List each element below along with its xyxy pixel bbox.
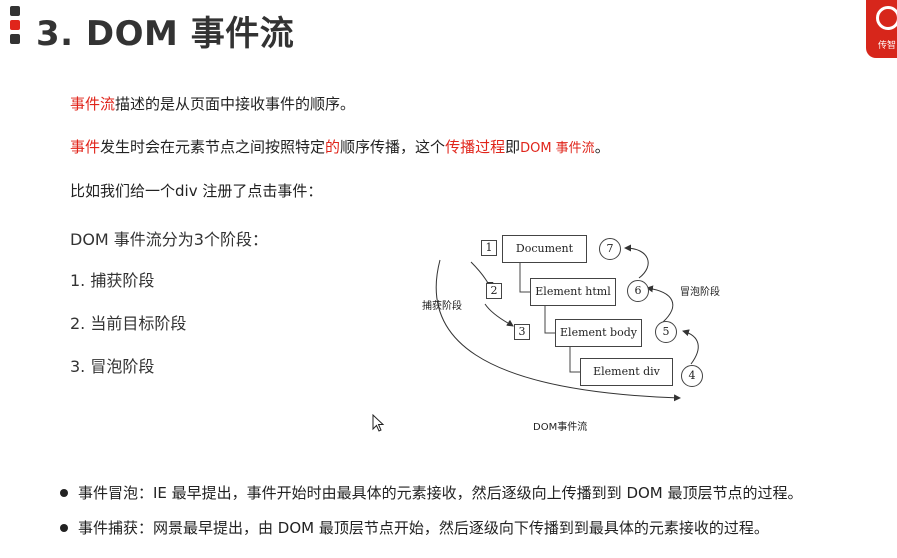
term-event-flow: 事件流	[70, 95, 116, 113]
phase-list: DOM 事件流分为3个阶段： 1. 捕获阶段 2. 当前目标阶段 3. 冒泡阶段	[70, 226, 268, 396]
para2-part-1: 事件	[70, 138, 101, 156]
para2-part-8: 。	[594, 138, 610, 156]
bullet-event-bubbling: 事件冒泡：IE 最早提出，事件开始时由最具体的元素接收，然后逐级向上传播到到 D…	[60, 482, 803, 503]
capture-step-number: 1	[481, 240, 497, 256]
para1-text: 描述的是从页面中接收事件的顺序。	[115, 95, 356, 113]
slide-header: 3. DOM 事件流 传智	[0, 0, 897, 60]
capture-phase-label: 捕获阶段	[422, 301, 462, 312]
node-element-body: Element body	[555, 319, 642, 347]
paragraph-dom-event-flow: 事件发生时会在元素节点之间按照特定的顺序传播，这个传播过程即DOM 事件流。	[70, 136, 610, 157]
diagram-connectors	[435, 244, 699, 402]
para2-part-4: 顺序传播，这个	[340, 138, 446, 156]
bubble-step-number: 4	[681, 365, 703, 387]
bubble-phase-label: 冒泡阶段	[680, 287, 720, 298]
phase-list-lead: DOM 事件流分为3个阶段：	[70, 230, 268, 249]
capture-step-number: 2	[486, 283, 502, 299]
paragraph-example: 比如我们给一个div 注册了点击事件：	[70, 182, 323, 200]
para2-part-7: DOM 事件流	[520, 141, 595, 156]
node-element-div: Element div	[580, 358, 673, 386]
capture-step-number: 3	[514, 324, 530, 340]
slide-title: 3. DOM 事件流	[36, 14, 295, 54]
para2-part-6: 即	[505, 138, 521, 156]
bubble-step-number: 6	[627, 280, 649, 302]
diagram-caption: DOM事件流	[533, 422, 588, 433]
logo-icon	[876, 6, 897, 30]
node-document: Document	[502, 235, 587, 263]
bullet-event-capturing: 事件捕获：网景最早提出，由 DOM 最顶层节点开始，然后逐级向下传播到到最具体的…	[60, 517, 803, 538]
phase-item: 1. 捕获阶段	[70, 271, 155, 290]
bubble-step-number: 7	[599, 238, 621, 260]
phase-item: 3. 冒泡阶段	[70, 357, 155, 376]
brand-logo: 传智	[866, 0, 897, 58]
bubble-step-number: 5	[655, 321, 677, 343]
logo-text: 传智	[878, 41, 897, 51]
phase-item: 2. 当前目标阶段	[70, 314, 187, 333]
para2-part-2: 发生时会在元素节点之间按照特定	[100, 138, 326, 156]
title-marker-icon	[10, 6, 20, 48]
paragraph-event-flow-definition: 事件流描述的是从页面中接收事件的顺序。	[70, 93, 355, 114]
bullet-list: 事件冒泡：IE 最早提出，事件开始时由最具体的元素接收，然后逐级向上传播到到 D…	[60, 482, 803, 552]
dom-event-flow-diagram: 1 2 3 Document Element html Element body…	[415, 226, 745, 438]
node-element-html: Element html	[530, 278, 616, 306]
para2-part-3: 的	[325, 138, 341, 156]
para2-part-5: 传播过程	[445, 138, 506, 156]
mouse-cursor-icon	[372, 414, 385, 432]
